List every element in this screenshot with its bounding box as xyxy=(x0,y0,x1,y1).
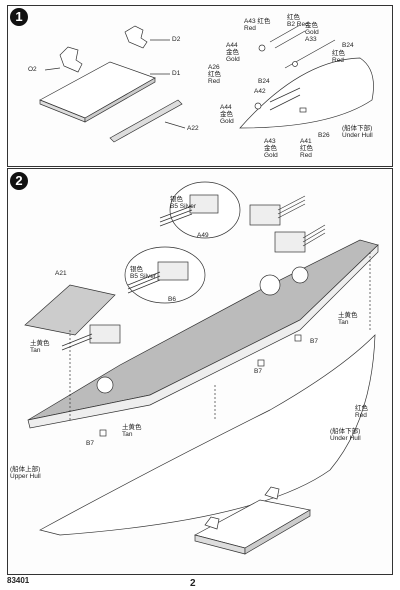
label-b24-mid: B24 xyxy=(258,78,270,85)
label-a49: A49 xyxy=(197,232,209,239)
label-o2: O2 xyxy=(28,66,37,73)
deck-a21 xyxy=(24,284,116,336)
label-under-hull-step2: (船体下部)Under Hull xyxy=(330,428,361,442)
label-upper-hull: (船体上部)Upper Hull xyxy=(10,466,41,480)
label-under-hull-step1: (船体下部)Under Hull xyxy=(342,125,373,139)
label-b6: B6 xyxy=(168,296,176,303)
nameplate-a22 xyxy=(109,99,183,143)
label-a42: A42 xyxy=(254,88,266,95)
kit-code: 83401 xyxy=(7,576,30,585)
label-d1: D1 xyxy=(172,70,181,77)
under-hull-step2 xyxy=(39,334,376,536)
under-hull-step1 xyxy=(239,57,374,129)
step-2-number: 2 xyxy=(10,172,28,190)
label-b26: B26 xyxy=(318,132,330,139)
page-number: 2 xyxy=(190,578,196,589)
label-b24-right: B24 xyxy=(342,42,354,49)
label-b7-mid: B7 xyxy=(254,368,262,375)
cradle-d2 xyxy=(124,25,148,49)
label-a21: A21 xyxy=(55,270,67,277)
label-b7-right: B7 xyxy=(310,338,318,345)
cradle-o2 xyxy=(59,46,83,73)
label-a22: A22 xyxy=(187,125,199,132)
label-b7-left: B7 xyxy=(86,440,94,447)
step-1-number: 1 xyxy=(10,8,28,26)
label-d2: D2 xyxy=(172,36,181,43)
